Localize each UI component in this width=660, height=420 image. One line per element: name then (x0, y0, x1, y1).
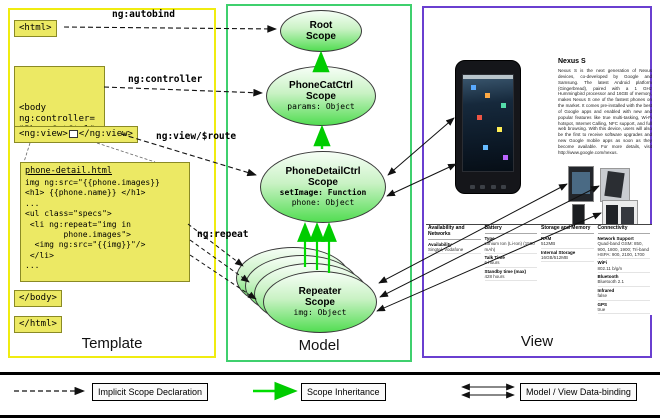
spec-row: Standby time (max) 428 hours (484, 268, 537, 282)
body-controller-line: <body (19, 102, 47, 113)
template-code: img ng:src="{{phone.images}}<h1> {{phone… (25, 178, 185, 272)
spec-row-value: Lithium Ion (Li-Ion) (1500 mAh) (484, 241, 535, 252)
spec-row-value: 512MB (541, 241, 556, 247)
spec-header: Availability and Networks (428, 225, 481, 240)
product-title: Nexus S (558, 58, 586, 65)
ng-view-route-label: ng:view/$route (156, 131, 237, 142)
template-code-line: <ul class="specs"> (25, 209, 112, 219)
spec-row-value: 6 hours (484, 260, 500, 266)
spec-rows: RAM 512MB Internal Storage 16GB/512MB (541, 235, 594, 263)
model-panel-label: Model (298, 337, 340, 354)
legend-scope-inheritance: Scope Inheritance (301, 383, 386, 401)
spec-row-value: 428 hours (484, 274, 505, 280)
phonedetailctrl-scope-prop-setimage: setImage: Function (279, 187, 367, 197)
root-scope-title: Root Scope (305, 20, 336, 42)
spec-rows: Type Lithium Ion (Li-Ion) (1500 mAh) Tal… (484, 235, 537, 282)
spec-rows: Availability Singtel, Vodafone (428, 241, 481, 255)
spec-column-availability: Availability and Networks Availability S… (426, 225, 483, 315)
ng-repeat-label: ng:repeat (197, 229, 249, 240)
spec-column-connectivity: Connectivity Network Support Quad-band G… (596, 225, 653, 315)
spec-header: Storage and Memory (541, 225, 594, 234)
phonedetailctrl-scope-ellipse: PhoneDetailCtrl Scope setImage: Function… (260, 151, 386, 223)
spec-header: Battery (484, 225, 537, 234)
phone-detail-template-box: phone-detail.html img ng:src="{{phone.im… (20, 162, 190, 282)
ng-view-box: <ng:view> </ng:view> (14, 126, 138, 144)
template-panel-label: Template (81, 335, 143, 352)
spec-row: GPS true (597, 301, 650, 315)
template-code-line: ... (25, 198, 40, 208)
spec-row-label: WiFi (597, 260, 607, 266)
template-code-line: <li ng:repeat="img in (25, 219, 131, 229)
template-code-line: img ng:src="{{phone.images}} (25, 178, 160, 188)
template-file-name: phone-detail.html (25, 166, 112, 176)
template-code-line: ... (25, 261, 40, 271)
template-panel: Template (8, 8, 216, 358)
repeater-scope-ellipse: Repeater Scope img: Object (263, 271, 377, 333)
spec-row-value: 16GB/512MB (541, 254, 569, 260)
product-description: Nexus S is the next generation of Nexus … (558, 68, 652, 155)
phone-thumbnail-front (568, 166, 594, 202)
spec-row: Type Lithium Ion (Li-Ion) (1500 mAh) (484, 235, 537, 254)
spec-row: WiFi 802.11 b/g/n (597, 259, 650, 274)
spec-row-label: Bluetooth (597, 274, 619, 280)
phonedetailctrl-scope-prop-phone: phone: Object (291, 198, 355, 207)
template-code-line: phone.images"> (25, 230, 131, 239)
phone-thumbnail-angled (600, 168, 630, 202)
spec-row: Talk Time 6 hours (484, 254, 537, 268)
ng-view-open-tag: <ng:view> (19, 129, 68, 139)
ng-view-close-tag: </ng:view> (78, 129, 133, 139)
html-close-tag-box: </html> (14, 316, 62, 334)
spec-row-label: GPS (597, 301, 608, 307)
spec-row-value: Singtel, Vodafone (428, 246, 464, 252)
phone-statusbar (463, 75, 513, 79)
nexus-phone-image (455, 60, 521, 194)
phone-buttons (470, 185, 506, 189)
spec-row: Infrared false (597, 287, 650, 301)
spec-column-battery: Battery Type Lithium Ion (Li-Ion) (1500 … (483, 225, 540, 315)
repeater-scope-prop: img: Object (293, 307, 347, 317)
spec-row: Bluetooth Bluetooth 2.1 (597, 273, 650, 287)
phonecatctrl-scope-title: PhoneCatCtrl Scope (289, 79, 353, 102)
spec-row-value: false (597, 293, 608, 299)
body-controller-line: ng:controller= (19, 114, 95, 124)
spec-row-label: Infrared (597, 287, 615, 293)
body-close-tag-box: </body> (14, 290, 62, 308)
spec-column-storage: Storage and Memory RAM 512MB Internal St… (539, 225, 596, 315)
legend-implicit-scope: Implicit Scope Declaration (92, 383, 209, 401)
spec-row: Availability Singtel, Vodafone (428, 241, 481, 255)
html-open-tag-box: <html> (14, 20, 57, 38)
repeater-scope-title: Repeater Scope (298, 285, 342, 308)
spec-row-value: Quad-band GSM: 850, 900, 1800, 1900; Tri… (597, 241, 650, 257)
root-scope-ellipse: Root Scope (280, 10, 362, 52)
phonecatctrl-scope-ellipse: PhoneCatCtrl Scope params: Object (266, 66, 376, 126)
spec-row-label: Network Support (597, 235, 634, 241)
template-code-line: </li> (25, 250, 54, 260)
spec-table: Availability and Networks Availability S… (426, 224, 653, 316)
view-panel-label: View (520, 333, 554, 350)
spec-header: Connectivity (597, 225, 650, 234)
spec-row-value: Bluetooth 2.1 (597, 279, 625, 285)
phone-screen-content (471, 85, 476, 90)
template-code-line: <img ng:src="{{img}}"/> (25, 240, 146, 250)
phonecatctrl-scope-prop: params: Object (287, 101, 355, 111)
ng-autobind-label: ng:autobind (112, 9, 175, 20)
spec-rows: Network Support Quad-band GSM: 850, 900,… (597, 235, 650, 315)
phonedetailctrl-scope-title: PhoneDetailCtrl Scope (285, 165, 361, 188)
ng-controller-label: ng:controller (128, 74, 203, 85)
phone-screen (462, 74, 514, 172)
spec-row-value: 802.11 b/g/n (597, 265, 623, 271)
spec-row: Network Support Quad-band GSM: 850, 900,… (597, 235, 650, 260)
spec-row: RAM 512MB (541, 235, 594, 249)
spec-row: Internal Storage 16GB/512MB (541, 249, 594, 263)
legend-databinding: Model / View Data-binding (520, 383, 637, 401)
template-code-line: <h1> {{phone.name}} </h1> (25, 188, 146, 198)
view-placeholder-icon (68, 129, 78, 138)
spec-row-value: true (597, 307, 606, 313)
